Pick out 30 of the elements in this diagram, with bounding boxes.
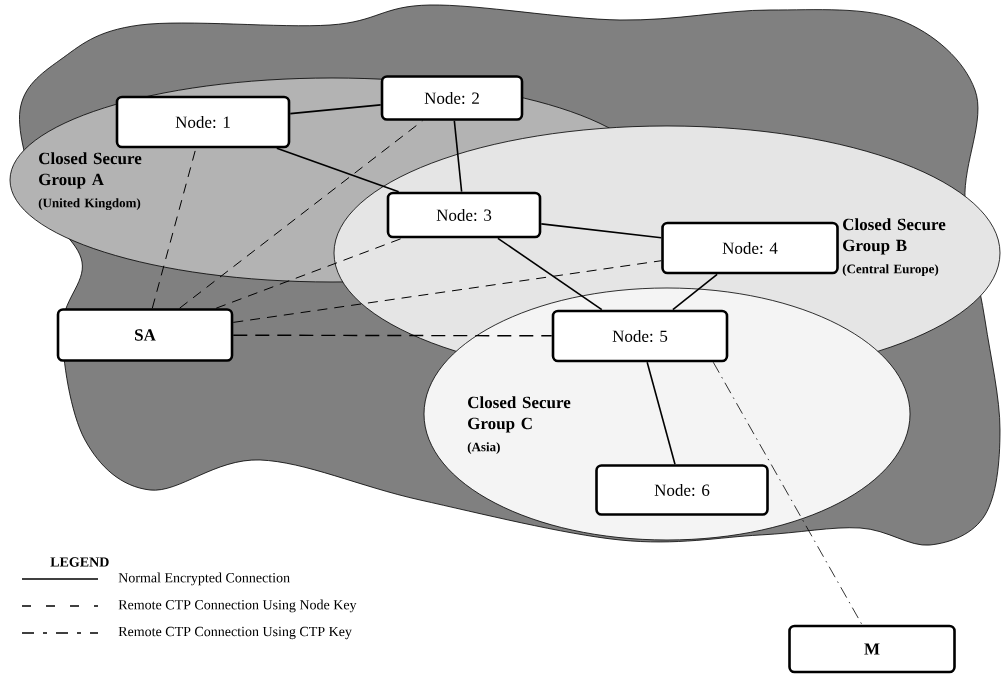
node-box: M [788,624,956,674]
connection-line [497,237,603,311]
connection-line [179,120,424,309]
connection-line [453,120,463,193]
legend-text: Remote CTP Connection Using Node Key [118,599,357,613]
group-label: (United Kingdom) [38,198,141,211]
group-label: Closed Secure Group B [843,218,946,255]
legend-text: Normal Encrypted Connection [118,572,290,586]
connection-line [215,237,403,309]
connection-line [540,223,662,239]
node-box: Node: 1 [115,95,291,149]
node-box: SA [56,308,234,362]
connection-line [232,260,662,323]
node-box: Node: 5 [551,309,729,363]
legend-text: Remote CTP Connection Using CTP Key [118,626,352,640]
connection-line [232,334,553,337]
connection-line [672,273,718,311]
group-label: Closed Secure Group C [468,396,571,433]
group-label: (Central Europe) [842,264,939,276]
connection-line [289,104,382,115]
connection-line [646,361,676,465]
node-box: Node: 3 [386,191,542,239]
group-label: Closed Secure Group A [39,152,142,189]
legend-heading: LEGEND [50,557,109,567]
connection-line [276,147,400,193]
group-label: (Asia) [467,442,500,454]
node-box: Node: 6 [595,464,769,516]
connection-line [712,361,863,626]
node-box: Node: 4 [661,221,839,275]
node-box: Node: 2 [380,75,524,121]
